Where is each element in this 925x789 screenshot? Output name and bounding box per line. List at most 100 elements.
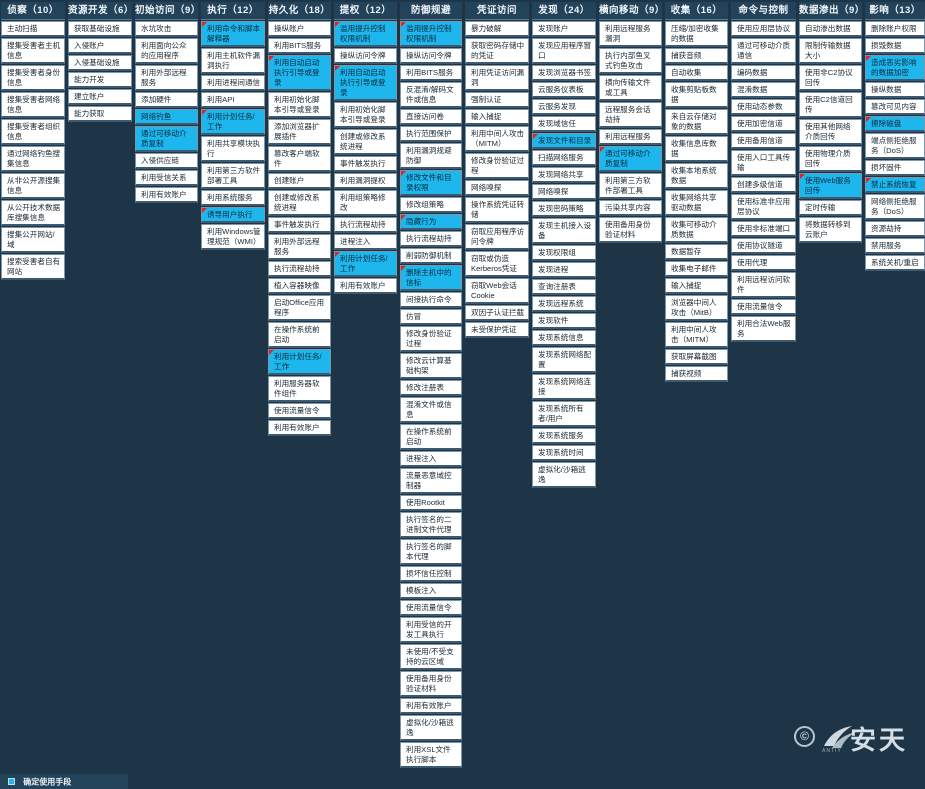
- technique-cell[interactable]: 使用标准非应用层协议: [731, 194, 796, 220]
- technique-cell[interactable]: 云服务仪表板: [532, 82, 596, 98]
- tactic-header[interactable]: 发现（24）: [532, 2, 596, 20]
- technique-cell[interactable]: 使用备用身份验证材料: [400, 671, 462, 697]
- technique-cell[interactable]: 反混淆/解码文件或信息: [400, 82, 462, 108]
- technique-cell[interactable]: 使用应用层协议: [731, 21, 796, 37]
- technique-cell[interactable]: 入侵基础设施: [68, 55, 132, 71]
- technique-cell[interactable]: 执行签名的脚本代理: [400, 539, 462, 565]
- technique-cell[interactable]: 启动Office应用程序: [268, 295, 331, 321]
- technique-cell[interactable]: 收集网络共享驱动数据: [665, 190, 728, 216]
- technique-cell[interactable]: 使用备用身份验证材料: [599, 217, 662, 243]
- technique-cell[interactable]: 数据暂存: [665, 244, 728, 260]
- technique-cell[interactable]: 来自云存储对象的数据: [665, 109, 728, 135]
- technique-cell[interactable]: 使用流量信令: [731, 299, 796, 315]
- technique-cell[interactable]: 收集剪贴板数据: [665, 82, 728, 108]
- technique-cell[interactable]: 利用组策略修改: [334, 190, 397, 216]
- technique-cell[interactable]: 使用Rootkit: [400, 495, 462, 511]
- technique-cell[interactable]: 搜集受害者身份信息: [1, 65, 65, 91]
- technique-cell[interactable]: 擦除磁盘: [865, 116, 925, 132]
- technique-cell[interactable]: 获取密码存储中的凭证: [465, 38, 529, 64]
- technique-cell[interactable]: 直接访问卷: [400, 109, 462, 125]
- technique-cell[interactable]: 窃取或伪造Kerberos凭证: [465, 251, 529, 277]
- technique-cell[interactable]: 利用计划任务/工作: [201, 109, 265, 135]
- technique-cell[interactable]: 利用自动启动执行引导或登录: [334, 65, 397, 101]
- technique-cell[interactable]: 利用主机软件漏洞执行: [201, 48, 265, 74]
- technique-cell[interactable]: 使用C2信道回传: [799, 92, 862, 118]
- technique-cell[interactable]: 利用凭证访问漏洞: [465, 65, 529, 91]
- technique-cell[interactable]: 发现系统所有者/用户: [532, 401, 596, 427]
- technique-cell[interactable]: 网络嗅探: [465, 180, 529, 196]
- technique-cell[interactable]: 窃取应用程序访问令牌: [465, 224, 529, 250]
- technique-cell[interactable]: 通过可移动介质复制: [135, 126, 198, 152]
- technique-cell[interactable]: 发现浏览器书签: [532, 65, 596, 81]
- technique-cell[interactable]: 诱导用户执行: [201, 207, 265, 223]
- technique-cell[interactable]: 发现主机接入设备: [532, 218, 596, 244]
- tactic-header[interactable]: 横向移动（9）: [599, 2, 662, 20]
- technique-cell[interactable]: 利用有效账户: [268, 420, 331, 436]
- technique-cell[interactable]: 系统关机/重启: [865, 255, 925, 271]
- technique-cell[interactable]: 创建账户: [268, 173, 331, 189]
- technique-cell[interactable]: 远程服务会话劫持: [599, 102, 662, 128]
- technique-cell[interactable]: 发现域信任: [532, 116, 596, 132]
- technique-cell[interactable]: 压缩/加密收集的数据: [665, 21, 728, 47]
- technique-cell[interactable]: 修改注册表: [400, 380, 462, 396]
- technique-cell[interactable]: 利用第三方软件部署工具: [201, 163, 265, 189]
- technique-cell[interactable]: 流量恶意域控制器: [400, 468, 462, 494]
- technique-cell[interactable]: 云服务发现: [532, 99, 596, 115]
- technique-cell[interactable]: 发现系统时间: [532, 445, 596, 461]
- tactic-header[interactable]: 数据渗出（9）: [799, 2, 862, 20]
- technique-cell[interactable]: 利用系统服务: [201, 190, 265, 206]
- technique-cell[interactable]: 篡改客户端软件: [268, 146, 331, 172]
- technique-cell[interactable]: 使用Web服务回传: [799, 173, 862, 199]
- technique-cell[interactable]: 输入捕捉: [665, 278, 728, 294]
- technique-cell[interactable]: 利用BITS服务: [268, 38, 331, 54]
- technique-cell[interactable]: 收集本地系统数据: [665, 163, 728, 189]
- technique-cell[interactable]: 利用自动启动执行引导或登录: [268, 55, 331, 91]
- technique-cell[interactable]: 执行流程劫持: [400, 231, 462, 247]
- technique-cell[interactable]: 使用物理介质回传: [799, 146, 862, 172]
- technique-cell[interactable]: 修改云计算基础构架: [400, 353, 462, 379]
- tactic-header[interactable]: 资源开发（6）: [68, 2, 132, 20]
- technique-cell[interactable]: 窃取Web会话Cookie: [465, 278, 529, 304]
- technique-cell[interactable]: 利用合法Web服务: [731, 316, 796, 342]
- technique-cell[interactable]: 植入容器映像: [268, 278, 331, 294]
- technique-cell[interactable]: 将数据转移到云账户: [799, 217, 862, 243]
- technique-cell[interactable]: 操纵数据: [865, 82, 925, 98]
- technique-cell[interactable]: 强制认证: [465, 92, 529, 108]
- technique-cell[interactable]: 利用服务器软件组件: [268, 376, 331, 402]
- technique-cell[interactable]: 执行内部鱼叉式钓鱼攻击: [599, 48, 662, 74]
- technique-cell[interactable]: 隐藏行为: [400, 214, 462, 230]
- technique-cell[interactable]: 事件触发执行: [268, 217, 331, 233]
- technique-cell[interactable]: 利用计划任务/工作: [334, 251, 397, 277]
- technique-cell[interactable]: 使用非标准端口: [731, 221, 796, 237]
- technique-cell[interactable]: 操纵访问令牌: [400, 48, 462, 64]
- technique-cell[interactable]: 搜集公开网站/域: [1, 227, 65, 253]
- tactic-header[interactable]: 防御规避: [400, 2, 462, 20]
- technique-cell[interactable]: 使用入口工具传输: [731, 150, 796, 176]
- technique-cell[interactable]: 利用初始化脚本引导或登录: [268, 92, 331, 118]
- technique-cell[interactable]: 能力获取: [68, 106, 132, 122]
- technique-cell[interactable]: 创建多级信道: [731, 177, 796, 193]
- technique-cell[interactable]: 利用命令和脚本解释器: [201, 21, 265, 47]
- technique-cell[interactable]: 执行范围保护: [400, 126, 462, 142]
- technique-cell[interactable]: 发现远程系统: [532, 296, 596, 312]
- technique-cell[interactable]: 发现应用程序窗口: [532, 38, 596, 64]
- tactic-header[interactable]: 持久化（18）: [268, 2, 331, 20]
- technique-cell[interactable]: 限制传输数据大小: [799, 38, 862, 64]
- tactic-header[interactable]: 执行（12）: [201, 2, 265, 20]
- technique-cell[interactable]: 未使用/不受支持的云区域: [400, 644, 462, 670]
- technique-cell[interactable]: 网络钓鱼: [135, 109, 198, 125]
- technique-cell[interactable]: 混淆数据: [731, 82, 796, 98]
- technique-cell[interactable]: 利用第三方软件部署工具: [599, 173, 662, 199]
- technique-cell[interactable]: 发现系统网络配置: [532, 347, 596, 373]
- technique-cell[interactable]: 搜集受害者网络信息: [1, 92, 65, 118]
- technique-cell[interactable]: 在操作系统前启动: [400, 424, 462, 450]
- technique-cell[interactable]: 捕获视频: [665, 366, 728, 382]
- technique-cell[interactable]: 利用XSL文件执行脚本: [400, 742, 462, 768]
- technique-cell[interactable]: 发现账户: [532, 21, 596, 37]
- technique-cell[interactable]: 收集可移动介质数据: [665, 217, 728, 243]
- technique-cell[interactable]: 利用有效账户: [400, 698, 462, 714]
- technique-cell[interactable]: 自动收集: [665, 65, 728, 81]
- technique-cell[interactable]: 查询注册表: [532, 279, 596, 295]
- technique-cell[interactable]: 使用流量信令: [400, 600, 462, 616]
- technique-cell[interactable]: 网络侧拒绝服务（DoS）: [865, 194, 925, 220]
